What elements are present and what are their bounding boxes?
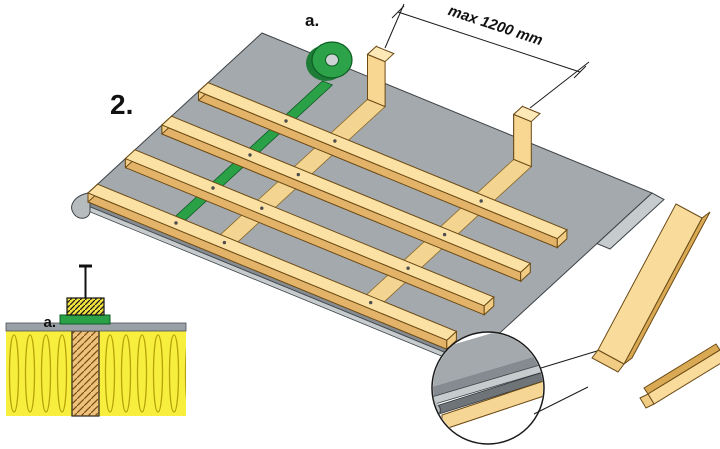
- batten-end-face: [639, 393, 655, 409]
- step-label: 2.: [110, 89, 133, 120]
- block-front-face: [513, 113, 532, 168]
- extension-line-right: [529, 61, 590, 109]
- dimension-label: max 1200 mm: [446, 2, 545, 49]
- cross-section-detail: a.: [5, 264, 187, 417]
- block-top-face: [512, 105, 541, 123]
- counter-batten-hatch: [67, 298, 104, 315]
- block-front-face: [367, 53, 386, 108]
- dimension-line: [397, 11, 581, 73]
- membrane-right-curl: [596, 192, 665, 250]
- sealing-tape-section: [59, 314, 111, 325]
- section-tape-label: a.: [43, 314, 56, 331]
- loose-batten-flat: [639, 343, 720, 409]
- rafter-hatch: [72, 331, 99, 416]
- dimension-tick-right: [573, 65, 587, 79]
- batten-top-face: [197, 82, 568, 240]
- detail-circle-outline: [431, 331, 545, 445]
- fastener-marks: [174, 119, 483, 305]
- dimension-tick-left: [391, 5, 405, 19]
- batten-2: [160, 115, 532, 283]
- membrane-left-curl: [71, 192, 91, 219]
- dimension-annotation: [384, 3, 590, 109]
- batten-top-face: [160, 115, 532, 273]
- batten-top-face: [124, 149, 495, 307]
- detail-leader-line-top: [540, 350, 598, 369]
- tape-roll-icon: [306, 41, 353, 81]
- batten-top-face: [647, 349, 720, 405]
- batten-end-face: [591, 349, 625, 373]
- detail-leader-line-bottom: [533, 386, 589, 415]
- extension-line-left: [384, 3, 405, 49]
- detail-hem: [433, 361, 543, 407]
- counter-batten-block-a: [366, 45, 395, 108]
- loose-batten-steep: [591, 203, 711, 373]
- counter-batten-block-b: [512, 105, 541, 168]
- roof-assembly: [71, 32, 665, 372]
- batten-top-face: [87, 183, 458, 341]
- block-top-face: [366, 45, 395, 63]
- tape-roll-core: [325, 53, 339, 67]
- batten-1: [197, 81, 568, 249]
- batten-3: [124, 148, 495, 316]
- batten-4: [87, 183, 458, 351]
- tape-label: a.: [305, 11, 319, 30]
- detail-fold: [433, 352, 543, 398]
